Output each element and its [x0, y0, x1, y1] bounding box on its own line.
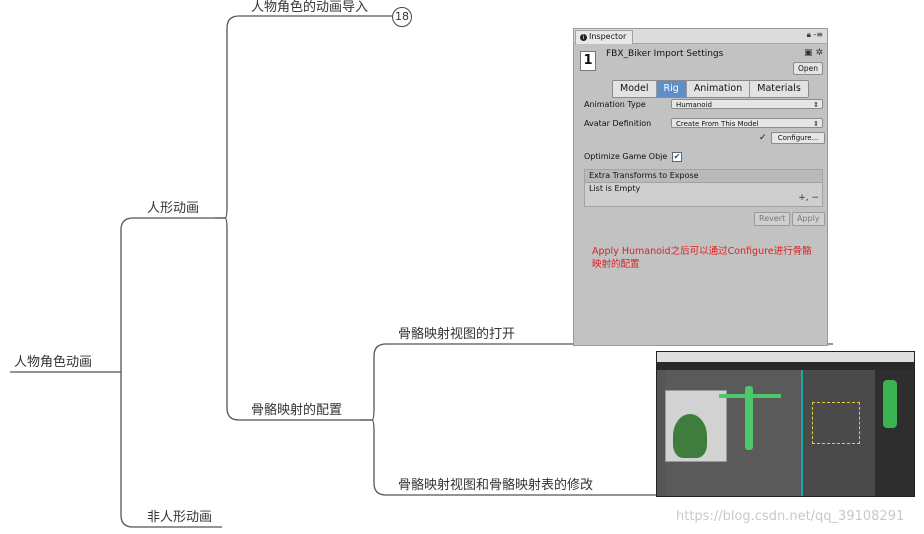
avatar-definition-dropdown[interactable]: Create From This Model ⇕: [671, 118, 823, 128]
avatar-body-map: [883, 380, 897, 428]
watermark: https://blog.csdn.net/qq_39108291: [676, 509, 904, 524]
head-muscle-view: [673, 414, 707, 458]
dropdown-arrow-icon: ⇕: [813, 119, 819, 129]
animation-type-value: Humanoid: [676, 101, 712, 109]
configure-button[interactable]: Configure...: [771, 132, 825, 144]
lock-icon[interactable]: 🔒︎ -≡: [807, 30, 823, 40]
extra-transforms-list: Extra Transforms to Expose List is Empty: [584, 169, 823, 207]
tab-materials[interactable]: Materials: [750, 81, 808, 97]
asset-title: FBX_Biker Import Settings: [606, 49, 723, 59]
tab-animation[interactable]: Animation: [687, 81, 750, 97]
optimize-checkbox[interactable]: ✔: [672, 152, 682, 162]
leaf-modify[interactable]: 骨骼映射视图和骨骼映射表的修改: [398, 478, 593, 494]
list-empty-text: List is Empty: [585, 183, 822, 195]
leaf-open-view[interactable]: 骨骼映射视图的打开: [398, 327, 515, 343]
asset-file-icon: 1: [580, 51, 596, 71]
info-icon: i: [580, 34, 587, 41]
animation-type-label: Animation Type: [584, 100, 646, 109]
child-bone-config[interactable]: 骨骼映射的配置: [251, 403, 342, 419]
collapsed-count-badge[interactable]: 18: [392, 7, 412, 27]
tab-rig[interactable]: Rig: [657, 81, 687, 97]
avatar-definition-value: Create From This Model: [676, 120, 759, 128]
open-button[interactable]: Open: [793, 62, 823, 75]
import-tabs: Model Rig Animation Materials: [612, 80, 809, 98]
skeleton-figure: [745, 386, 753, 450]
apply-button[interactable]: Apply: [792, 212, 825, 226]
add-remove-icon[interactable]: +, −: [798, 193, 819, 203]
gear-icon[interactable]: ▣ ✲: [804, 48, 823, 58]
extra-transforms-header: Extra Transforms to Expose: [585, 170, 822, 183]
inspector-header: 1 FBX_Biker Import Settings ▣ ✲ Open: [574, 44, 827, 76]
branch-non-humanoid[interactable]: 非人形动画: [147, 510, 212, 526]
animation-type-dropdown[interactable]: Humanoid ⇕: [671, 99, 823, 109]
root-node[interactable]: 人物角色动画: [14, 355, 92, 371]
red-annotation: Apply Humanoid之后可以通过Configure进行骨骼映射的配置: [592, 245, 817, 271]
tab-model[interactable]: Model: [613, 81, 657, 97]
branch-humanoid[interactable]: 人形动画: [147, 201, 199, 217]
unity-editor-thumbnail: [656, 351, 915, 497]
check-icon: ✓: [759, 133, 767, 143]
child-import[interactable]: 人物角色的动画导入: [251, 0, 368, 16]
revert-button[interactable]: Revert: [754, 212, 790, 226]
dropdown-arrow-icon: ⇕: [813, 100, 819, 110]
optimize-label: Optimize Game Obje: [584, 152, 667, 161]
inspector-tab-label: Inspector: [589, 32, 626, 41]
avatar-definition-label: Avatar Definition: [584, 119, 651, 128]
